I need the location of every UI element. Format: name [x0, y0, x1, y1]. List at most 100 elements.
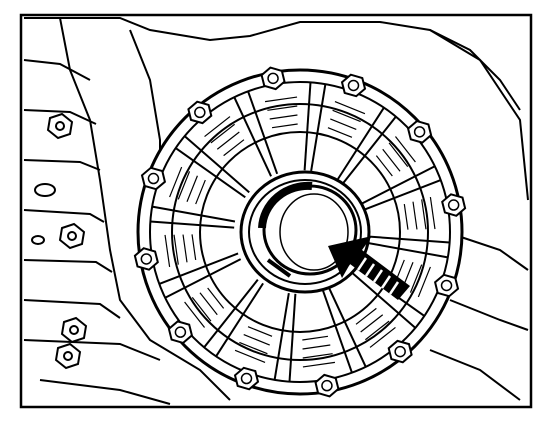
hatch-line: [199, 292, 218, 316]
hatch-line: [210, 123, 236, 144]
hatch-line: [182, 234, 188, 263]
hatch-line: [302, 353, 333, 359]
frame-border: [19, 13, 533, 409]
case-bolt: [58, 222, 86, 250]
hatch-line: [332, 109, 361, 123]
bolt-icon: [140, 166, 167, 191]
hatch-line: [239, 341, 268, 355]
oil-seal: [239, 170, 371, 294]
hatch-line: [375, 155, 393, 177]
cover-rib: [364, 241, 449, 259]
hatch-line: [327, 127, 353, 138]
bolt-icon: [314, 373, 340, 398]
hatch-line: [421, 199, 427, 230]
cover-rib: [164, 258, 242, 299]
cover-rib: [361, 179, 442, 212]
hatch-line: [264, 96, 298, 103]
hatch-line: [271, 123, 298, 129]
bolt-icon: [260, 66, 286, 91]
cover-rib: [365, 235, 450, 244]
hatch-line: [173, 234, 179, 265]
cover-rib: [336, 107, 385, 182]
bolt-icon: [406, 119, 433, 144]
case-bolt: [60, 316, 88, 344]
cover-rib: [151, 205, 236, 223]
cover-rib: [310, 84, 327, 172]
cover-rib: [303, 82, 312, 171]
cover-rib: [328, 287, 367, 368]
hatch-line: [364, 320, 390, 341]
hatch-line: [234, 349, 266, 363]
hatch-line: [164, 234, 171, 268]
bolt-washer: [413, 126, 426, 138]
bolt-washer: [267, 72, 279, 85]
hatch-line: [360, 314, 384, 333]
hatch-line: [207, 287, 225, 309]
cover-rib: [273, 292, 290, 380]
hatch-line: [247, 326, 273, 337]
hatch-line: [334, 101, 366, 115]
hatch-line: [177, 171, 191, 200]
hatch-line: [267, 105, 298, 111]
cover-bolts: [133, 66, 467, 398]
cover-rib: [203, 279, 259, 348]
hatch-line: [412, 201, 418, 230]
hatch-line: [169, 166, 183, 198]
cover-rib: [341, 116, 397, 185]
hatch-line: [243, 334, 270, 346]
hatch-line: [355, 307, 377, 325]
bolt-icon: [433, 273, 460, 298]
bolt-washer: [194, 106, 206, 119]
case-bolt: [46, 112, 74, 140]
hatch-line: [429, 196, 436, 230]
hatch-line: [191, 296, 212, 322]
hatch-line: [186, 175, 198, 202]
hatch-line: [382, 148, 401, 172]
bolt-washer: [394, 345, 406, 358]
hatch-line: [302, 361, 336, 368]
bolt-washer: [240, 372, 253, 385]
hatch-line: [184, 301, 206, 328]
bolt-icon: [167, 320, 194, 345]
bolt-icon: [233, 366, 260, 391]
hatch-line: [388, 142, 409, 168]
bolt-washer: [447, 199, 460, 211]
hatch-line: [223, 139, 245, 157]
cover-rib: [184, 135, 250, 194]
cover-rib: [215, 282, 264, 357]
hatch-line: [330, 118, 357, 130]
hatch-line: [302, 344, 331, 350]
bolt-icon: [340, 73, 367, 98]
hatch-line: [195, 179, 206, 205]
hatch-line: [191, 234, 197, 261]
bolt-washer: [140, 253, 153, 265]
bolt-washer: [174, 326, 187, 338]
hatch-line: [216, 131, 240, 150]
cover-rib: [158, 252, 239, 285]
hatch-line: [369, 326, 396, 348]
bolt-icon: [187, 100, 213, 125]
hatch-line: [204, 116, 231, 138]
hatch-line: [417, 266, 431, 298]
bolt-washer: [321, 379, 333, 392]
hatch-line: [302, 335, 329, 341]
bolt-icon: [133, 247, 159, 271]
cover-rib: [150, 220, 235, 229]
cover-rib: [175, 147, 246, 199]
hatch-line: [269, 114, 298, 120]
bolt-washer: [147, 172, 160, 185]
hatch-line: [394, 136, 416, 163]
case-bolts: [46, 112, 88, 370]
cover-rib: [247, 90, 279, 175]
arrow-icon: [328, 236, 410, 300]
bolt-washer: [347, 79, 360, 92]
bolt-washer: [440, 279, 453, 292]
cover-rib: [288, 293, 297, 382]
cover-rib: [358, 165, 436, 206]
case-bolt: [54, 342, 82, 370]
hatch-line: [409, 264, 423, 293]
cover-rib: [321, 289, 353, 374]
hatch-line: [403, 203, 409, 230]
